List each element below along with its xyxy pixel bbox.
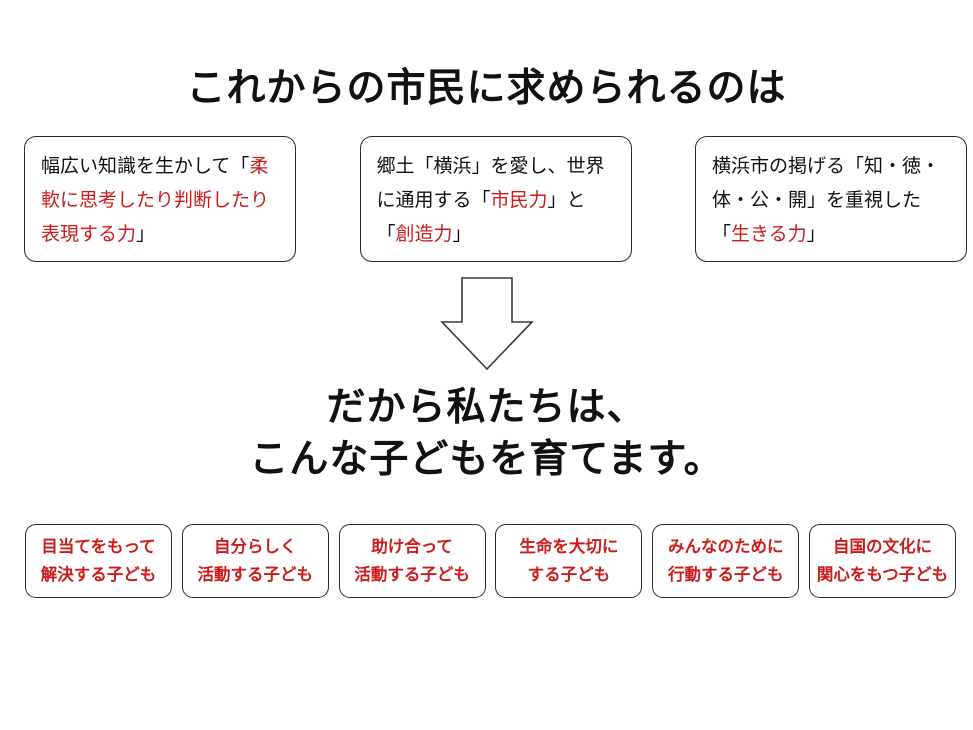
conclusion-line-2: こんな子どもを育てます。	[249, 438, 724, 481]
box-text-line: 体・公・開」を重視した	[712, 184, 952, 218]
text-segment: 」	[452, 224, 472, 245]
premise-box-3: 横浜市の掲げる「知・徳・体・公・開」を重視した「生きる力」	[695, 136, 967, 262]
child-goal-text-line: 関心をもつ子ども	[816, 565, 949, 584]
down-block-arrow-icon	[440, 277, 534, 371]
highlighted-text-segment: 創造力	[395, 224, 453, 245]
box-text-line: 表現する力」	[41, 218, 281, 252]
box-text-line: 「創造力」	[377, 218, 617, 252]
child-goal-text-line: する子ども	[527, 565, 611, 584]
text-segment: に通用する「	[376, 190, 491, 211]
text-segment: 幅広い知識を生かして「	[41, 156, 250, 177]
highlighted-text-segment: 生きる力	[731, 224, 807, 245]
highlighted-text-segment: 市民力	[490, 190, 548, 211]
premise-box-1: 幅広い知識を生かして「柔軟に思考したり判断したり表現する力」	[24, 136, 296, 262]
bottom-row: 目当てをもって解決する子ども自分らしく活動する子ども助け合って活動する子ども生命…	[25, 524, 956, 598]
child-goal-text-line: みんなのために	[667, 537, 784, 556]
text-segment: 郷土「横浜」を愛し、世界	[376, 156, 605, 177]
highlighted-text-segment: 柔	[249, 156, 269, 177]
text-segment: 「	[712, 224, 732, 245]
text-segment: 体・公・開」を重視した	[712, 190, 922, 211]
child-goal-box-3: 助け合って活動する子ども	[338, 524, 486, 598]
child-goal-box-4: 生命を大切にする子ども	[495, 524, 643, 598]
page-title: これからの市民に求められるのは	[186, 67, 787, 110]
child-goal-text-line: 生命を大切に	[519, 537, 619, 556]
child-goal-box-1: 目当てをもって解決する子ども	[25, 524, 172, 598]
box-text-line: 軟に思考したり判断したり	[41, 184, 281, 218]
top-row: 幅広い知識を生かして「柔軟に思考したり判断したり表現する力」郷土「横浜」を愛し、…	[24, 136, 967, 262]
child-goal-text-line: 自分らしく	[214, 537, 297, 556]
child-goal-text-line: 目当てをもって	[41, 537, 156, 556]
text-segment: 「	[376, 224, 396, 245]
box-text-line: 幅広い知識を生かして「柔	[41, 150, 281, 184]
text-segment: 横浜市の掲げる「知・徳・	[712, 156, 941, 177]
box-text-line: 横浜市の掲げる「知・徳・	[712, 150, 952, 184]
conclusion-line-1: だから私たちは、	[326, 386, 647, 429]
text-segment: 」	[806, 224, 826, 245]
box-text-line: 郷土「横浜」を愛し、世界	[377, 150, 617, 184]
text-segment: 」と	[547, 190, 586, 211]
child-goal-box-2: 自分らしく活動する子ども	[181, 524, 329, 598]
child-goal-text-line: 自国の文化に	[832, 537, 932, 556]
box-text-line: に通用する「市民力」と	[377, 184, 617, 218]
box-text-line: 「生きる力」	[712, 218, 952, 252]
highlighted-text-segment: 表現する力	[41, 224, 137, 245]
child-goal-box-5: みんなのために行動する子ども	[652, 524, 800, 598]
child-goal-text-line: 活動する子ども	[197, 565, 314, 584]
child-goal-text-line: 行動する子ども	[667, 565, 784, 584]
child-goal-text-line: 助け合って	[371, 537, 453, 556]
highlighted-text-segment: 軟に思考したり判断したり	[41, 190, 270, 211]
child-goal-box-6: 自国の文化に関心をもつ子ども	[808, 524, 956, 598]
text-segment: 」	[136, 224, 156, 245]
child-goal-text-line: 活動する子ども	[354, 565, 470, 584]
child-goal-text-line: 解決する子ども	[40, 565, 157, 584]
conclusion-heading: だから私たちは、 こんな子どもを育てます。	[0, 382, 973, 486]
premise-box-2: 郷土「横浜」を愛し、世界に通用する「市民力」と「創造力」	[359, 136, 632, 262]
